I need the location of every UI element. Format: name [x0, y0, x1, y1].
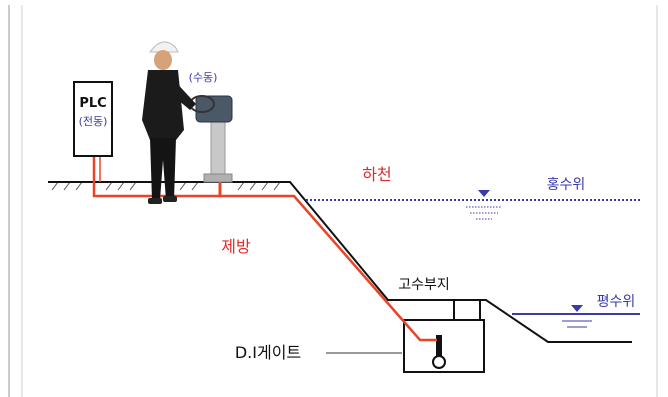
actuator-column — [210, 119, 226, 183]
gate-riser — [453, 299, 481, 321]
worker-body — [142, 70, 184, 140]
high-water-land-label: 고수부지 — [398, 277, 450, 293]
levee-label: 제방 — [221, 237, 251, 256]
normal-level-marker — [571, 305, 583, 312]
worker-shoe-right — [163, 196, 177, 202]
worker-hardhat — [149, 41, 179, 53]
gate-valve-icon — [432, 335, 446, 369]
plc-subtitle: (전동) — [79, 115, 108, 128]
flood-level-marker — [478, 190, 490, 197]
actuator-head — [195, 95, 233, 123]
plc-title: PLC — [79, 96, 106, 111]
river-label: 하천 — [362, 165, 391, 184]
pipeline — [92, 150, 437, 342]
manual-actuator — [189, 95, 233, 183]
actuator-base — [203, 173, 233, 183]
ground-hatching — [51, 181, 281, 191]
normal-level-label: 평수위 — [597, 294, 636, 310]
worker-shoe-left — [148, 198, 162, 204]
gate-label: D.I게이트 — [235, 343, 301, 362]
plc-box — [73, 81, 113, 157]
worker-head — [154, 50, 172, 70]
worker-figure — [142, 41, 196, 204]
manual-label: (수동) — [189, 71, 218, 84]
worker-legs — [150, 138, 176, 200]
worker-arm — [166, 78, 196, 110]
levee-profile — [48, 181, 632, 343]
flood-level-label: 홍수위 — [547, 177, 586, 193]
